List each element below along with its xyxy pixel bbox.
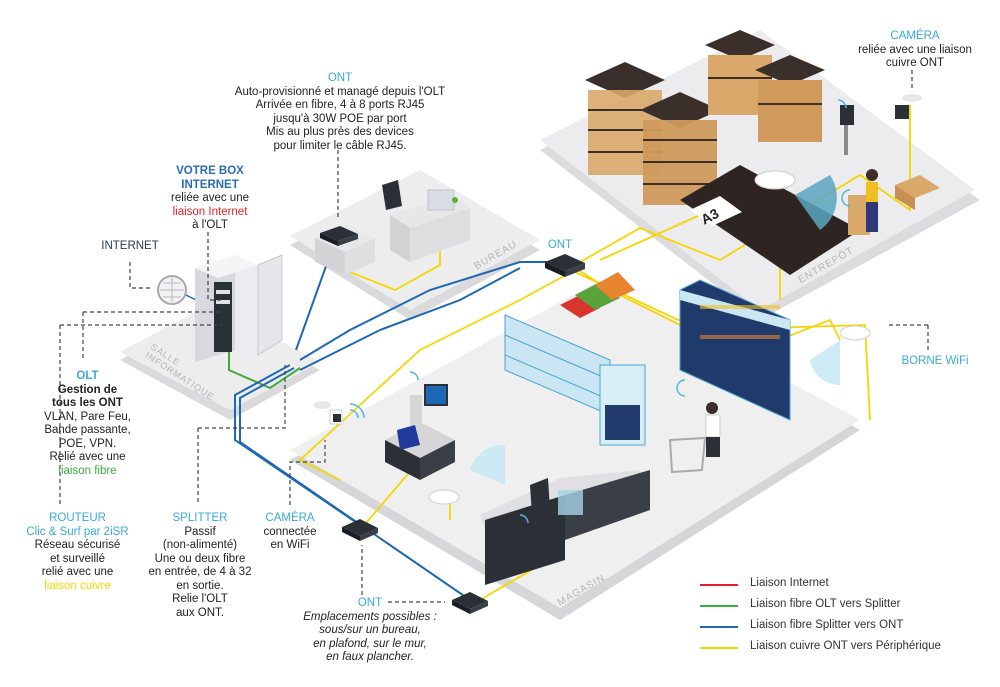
camera-wifi-title: CAMÉRA bbox=[265, 512, 315, 524]
legend-item-cuivre: Liaison cuivre ONT vers Périphérique bbox=[690, 639, 990, 660]
ont-bottom-line: en plafond, sur le mur, bbox=[313, 637, 427, 650]
olt-link-fibre: liaison fibre bbox=[58, 464, 117, 477]
splitter-line: en sortie. bbox=[176, 579, 224, 592]
bureau-desk bbox=[382, 180, 470, 262]
ont-bottom-line: Emplacements possibles : bbox=[303, 610, 437, 623]
ont-top-line: Auto-provisionné et managé depuis l'OLT bbox=[234, 85, 446, 98]
olt-label: OLT Gestion de tous les ONT VLAN, Pare F… bbox=[20, 370, 155, 478]
camera-wifi-line: en WiFi bbox=[270, 539, 310, 551]
legend: Liaison Internet Liaison fibre OLT vers … bbox=[690, 576, 990, 660]
ont-bottom-label: ONT Emplacements possibles : sous/sur un… bbox=[285, 597, 455, 665]
routeur-line: relié avec une bbox=[41, 566, 114, 578]
olt-line: Gestion de bbox=[57, 383, 118, 396]
shop-wifi-access-point bbox=[428, 444, 505, 505]
ont-device-bottom bbox=[452, 592, 488, 614]
routeur-label: ROUTEUR Clic & Surf par 2iSR Réseau sécu… bbox=[10, 512, 145, 593]
legend-swatch bbox=[700, 605, 738, 607]
legend-swatch bbox=[700, 626, 738, 628]
borne-wifi-device bbox=[810, 325, 871, 386]
splitter-line: aux ONT. bbox=[176, 606, 224, 619]
splitter-line: en entrée, de 4 à 32 bbox=[148, 566, 252, 578]
splitter-title: SPLITTER bbox=[172, 512, 228, 524]
warehouse-worker bbox=[848, 169, 878, 235]
ont-bottom-line: sous/sur un bureau, bbox=[319, 624, 421, 636]
wifi-signal-icons bbox=[349, 99, 851, 524]
olt-line: POE, VPN. bbox=[58, 437, 117, 450]
ont-device-bureau bbox=[320, 226, 358, 246]
ont-middle-label: ONT bbox=[547, 239, 573, 251]
ont-top-title: ONT bbox=[327, 72, 353, 84]
ont-top-line: pour limiter le câble RJ45. bbox=[273, 139, 407, 152]
internet-globe-icon bbox=[157, 275, 201, 305]
olt-line: VLAN, Pare Feu, bbox=[44, 410, 131, 423]
camera-ont-label: CAMÉRA reliée avec une liaison cuivre ON… bbox=[835, 30, 995, 71]
ont-top-label: ONT Auto-provisionné et managé depuis l'… bbox=[210, 72, 470, 153]
ont-bottom-title: ONT bbox=[357, 597, 383, 609]
checkout-counter bbox=[480, 470, 650, 585]
routeur-line: et surveillé bbox=[50, 552, 105, 565]
legend-item-fibre-olt: Liaison fibre OLT vers Splitter bbox=[690, 597, 990, 618]
routeur-title: ROUTEUR bbox=[49, 512, 106, 524]
box-line: à l'OLT bbox=[192, 219, 228, 231]
shopper-with-cart bbox=[668, 402, 721, 474]
fibre-splitter-ont-cables bbox=[234, 254, 556, 601]
legend-item-fibre-splitter: Liaison fibre Splitter vers ONT bbox=[690, 618, 990, 639]
splitter-line: (non-alimenté) bbox=[162, 539, 238, 551]
splitter-line: Relie l'OLT bbox=[172, 593, 228, 605]
aisle-marker-text: A3 bbox=[698, 205, 722, 228]
legend-label: Liaison fibre Splitter vers ONT bbox=[750, 619, 904, 631]
legend-swatch bbox=[700, 584, 738, 586]
splitter-line: Passif bbox=[184, 525, 216, 538]
self-checkout-kiosk bbox=[385, 384, 455, 480]
server-rack-olt bbox=[195, 254, 283, 362]
legend-swatch bbox=[700, 647, 738, 649]
box-title: INTERNET bbox=[181, 178, 239, 191]
box-line: reliée avec une bbox=[171, 192, 249, 204]
routeur-link-cuivre: liaison cuivre bbox=[44, 579, 111, 592]
shop-shelf-right bbox=[679, 279, 791, 421]
box-internet-label: VOTRE BOX INTERNET reliée avec une liais… bbox=[150, 165, 270, 233]
ont-device-middle bbox=[545, 254, 585, 277]
routeur-subtitle: Clic & Surf par 2iSR bbox=[26, 525, 129, 538]
wifi-camera bbox=[313, 401, 343, 425]
legend-label: Liaison cuivre ONT vers Périphérique bbox=[750, 640, 941, 652]
produce-crates bbox=[560, 272, 635, 318]
ont-top-line: jusqu'à 30W POE par port bbox=[273, 112, 407, 125]
callout-arrows bbox=[59, 70, 929, 603]
splitter-line: Une ou deux fibre bbox=[154, 552, 246, 565]
camera-wifi-line: connectée bbox=[263, 525, 317, 538]
ont-top-line: Mis au plus près des devices bbox=[266, 126, 414, 138]
borne-wifi-label: BORNE WiFi bbox=[901, 355, 969, 367]
floor-salle-informatique bbox=[120, 304, 320, 420]
shop-shelf-left bbox=[504, 314, 646, 446]
splitter-label: SPLITTER Passif (non-alimenté) Une ou de… bbox=[135, 512, 265, 620]
olt-title: OLT bbox=[76, 370, 99, 382]
aisle-marker: A3 bbox=[690, 196, 742, 228]
open-box bbox=[895, 175, 940, 210]
legend-item-internet: Liaison Internet bbox=[690, 576, 990, 597]
warehouse-wifi-access-point bbox=[754, 170, 837, 230]
warehouse-aisle-floor bbox=[680, 165, 860, 275]
olt-line: Bande passante, bbox=[44, 424, 131, 436]
ont-bottom-line: en faux plancher. bbox=[326, 651, 414, 663]
olt-line: Relié avec une bbox=[49, 451, 126, 463]
olt-line: tous les ONT bbox=[52, 397, 123, 409]
camera-ont-line: cuivre ONT bbox=[885, 57, 945, 69]
camera-ont-title: CAMÉRA bbox=[890, 30, 940, 42]
warehouse-scanner-station bbox=[840, 105, 854, 155]
warehouse-camera bbox=[895, 94, 922, 119]
legend-label: Liaison fibre OLT vers Splitter bbox=[750, 598, 901, 610]
camera-wifi-label: CAMÉRA connectée en WiFi bbox=[250, 512, 330, 553]
internet-label: INTERNET bbox=[101, 240, 159, 252]
routeur-line: Réseau sécurisé bbox=[34, 539, 121, 551]
camera-ont-line: reliée avec une liaison bbox=[858, 43, 972, 56]
box-title: VOTRE BOX bbox=[176, 165, 244, 177]
ont-device-bottom-left bbox=[342, 519, 378, 541]
legend-label: Liaison Internet bbox=[750, 577, 829, 589]
box-link-internet: liaison Internet bbox=[172, 205, 248, 218]
ont-top-line: Arrivée en fibre, 4 à 8 ports RJ45 bbox=[255, 99, 425, 111]
